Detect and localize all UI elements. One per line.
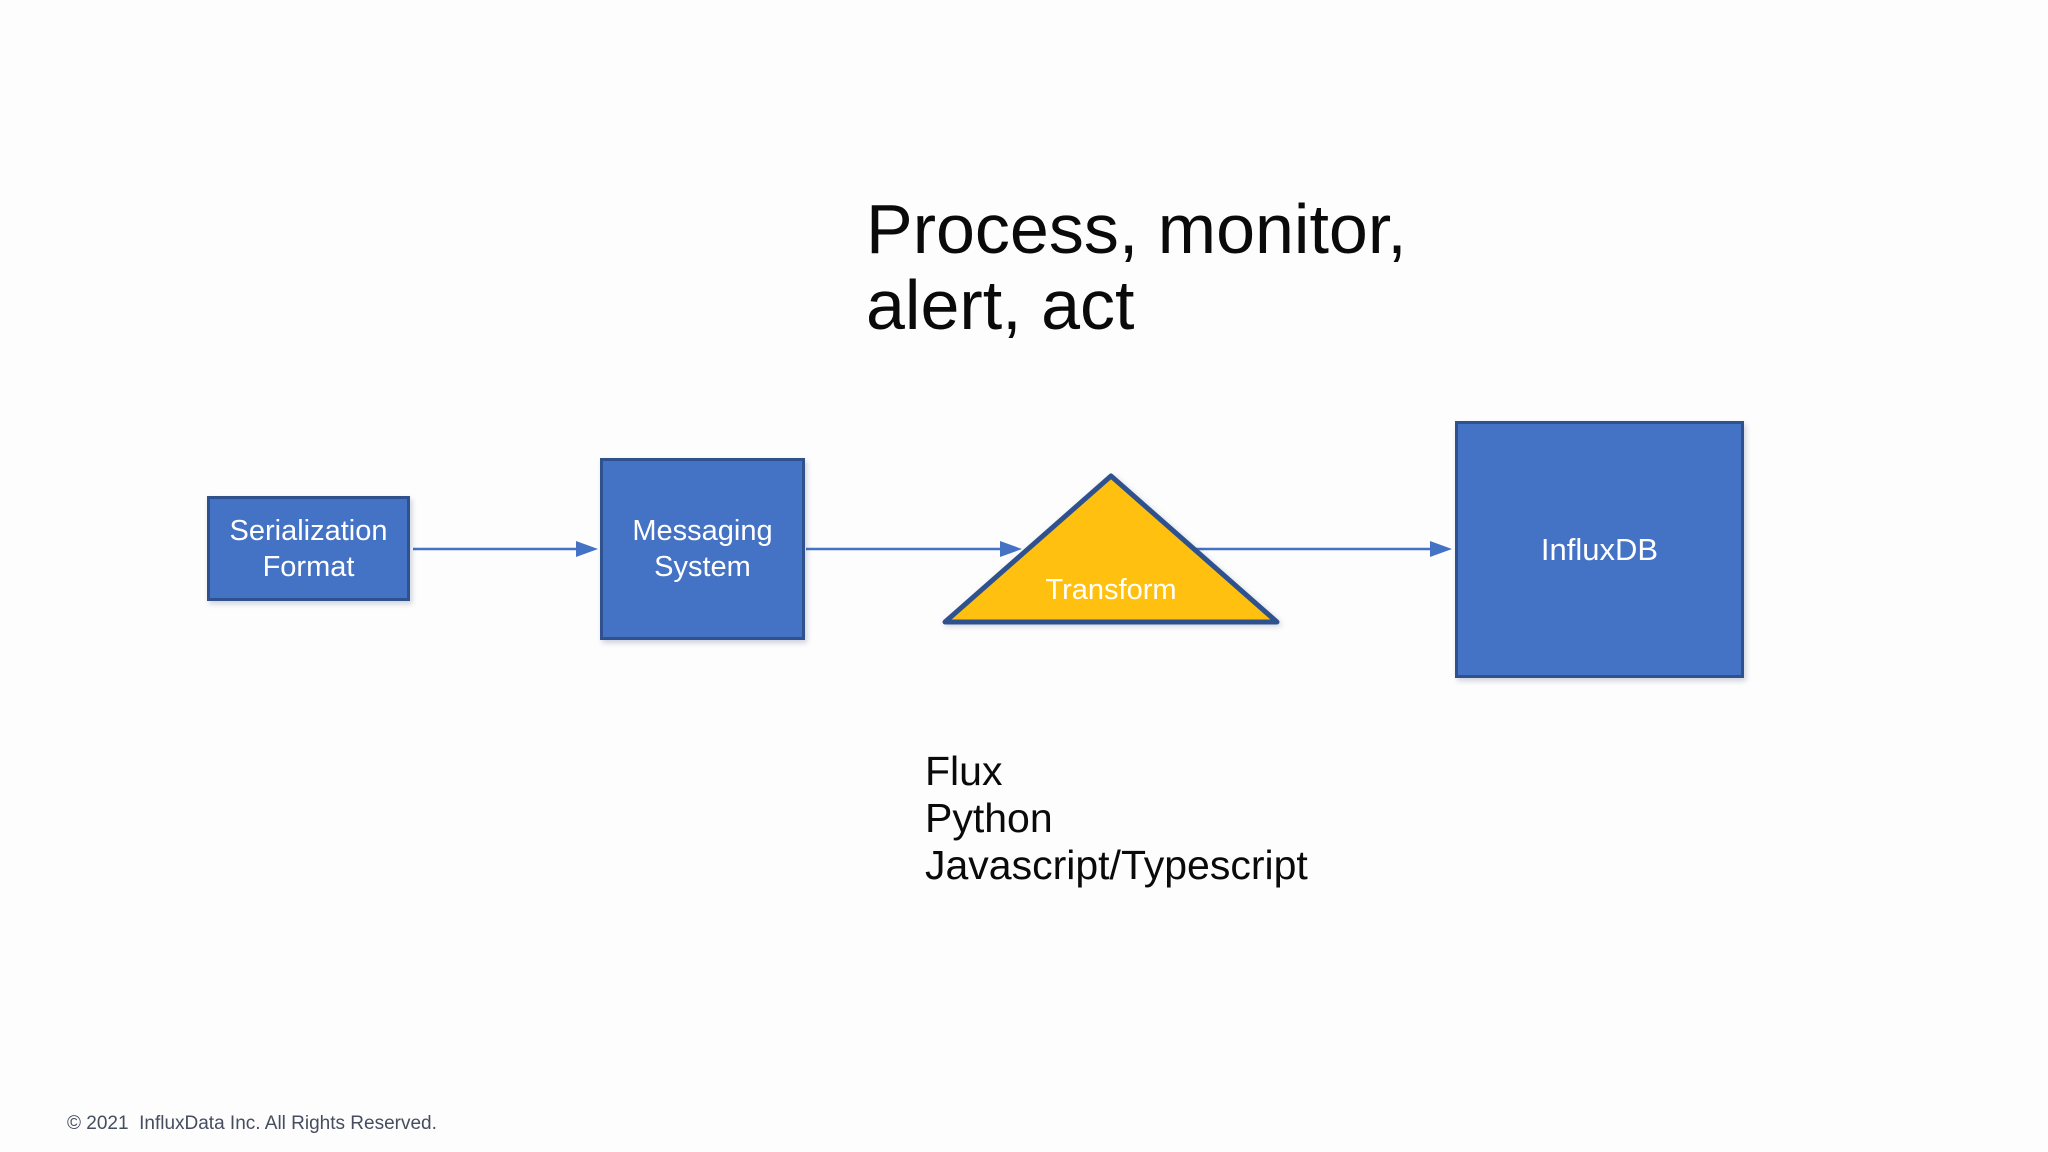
node-transform-label: Transform: [1045, 574, 1177, 606]
list-item-flux: Flux: [925, 748, 1003, 794]
arrow-serialization-to-messaging: [413, 541, 598, 557]
languages-list: Flux Python Javascript/Typescript: [925, 748, 1308, 889]
node-serialization-format-label: Serialization Format: [229, 514, 388, 583]
node-serialization-format: Serialization Format: [207, 496, 410, 601]
node-influxdb-label: InfluxDB: [1540, 531, 1659, 567]
triangle-shape: [942, 473, 1280, 625]
node-messaging-system-label: Messaging System: [632, 515, 773, 583]
title-line-1: Process, monitor,: [866, 190, 1407, 268]
node-influxdb: InfluxDB: [1455, 421, 1744, 678]
copyright-text: © 2021 InfluxData Inc. All Rights Reserv…: [67, 1113, 437, 1134]
title-line-2: alert, act: [866, 266, 1135, 344]
node-messaging-system: Messaging System: [600, 458, 805, 640]
list-item-python: Python: [925, 795, 1053, 841]
slide-title: Process, monitor, alert, act: [866, 191, 1407, 343]
node-transform-triangle: [942, 473, 1280, 625]
list-item-javascript-typescript: Javascript/Typescript: [925, 842, 1308, 888]
